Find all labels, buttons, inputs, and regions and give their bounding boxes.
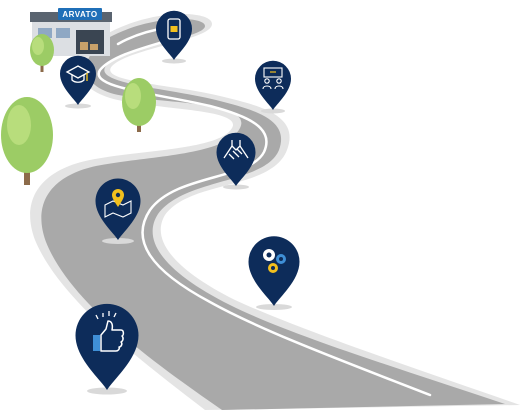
map-location-icon (104, 189, 132, 218)
tree (122, 78, 156, 132)
building-sign-text: ARVATO (62, 10, 97, 19)
pin-shadow (223, 184, 249, 190)
tree-foliage (125, 83, 141, 109)
pin-shadow (256, 304, 292, 310)
building-window (56, 28, 70, 38)
tree (30, 34, 54, 72)
handshake-icon (223, 140, 249, 160)
pin-shadow (162, 58, 186, 64)
people-meeting-icon (262, 67, 284, 90)
building-crates (90, 44, 98, 50)
graduation-cap-icon (65, 65, 91, 83)
tree (1, 97, 53, 185)
tree-foliage (7, 105, 31, 145)
building-window (38, 28, 52, 38)
pin-graduation[interactable] (60, 55, 96, 109)
pin-shadow (102, 238, 134, 244)
road-surface (41, 19, 505, 410)
pin-map-location[interactable] (95, 178, 141, 245)
pin-meeting[interactable] (255, 60, 291, 114)
pin-thumbs-up[interactable] (75, 303, 139, 395)
gears-icon (263, 249, 286, 273)
building-sign (58, 8, 102, 20)
smartphone-package-icon (167, 18, 181, 40)
thumbs-up-icon (93, 311, 125, 352)
pin-phone-package[interactable] (156, 10, 192, 64)
pin-shadow (65, 103, 91, 109)
pin-handshake[interactable] (216, 132, 256, 190)
tree-foliage (32, 37, 44, 55)
tree-trunk (24, 165, 30, 185)
pin-shadow (261, 108, 285, 114)
pin-gears[interactable] (248, 236, 300, 310)
warehouse-building: ARVATO (30, 8, 112, 56)
pin-shadow (87, 387, 127, 395)
building-crates (80, 42, 88, 50)
